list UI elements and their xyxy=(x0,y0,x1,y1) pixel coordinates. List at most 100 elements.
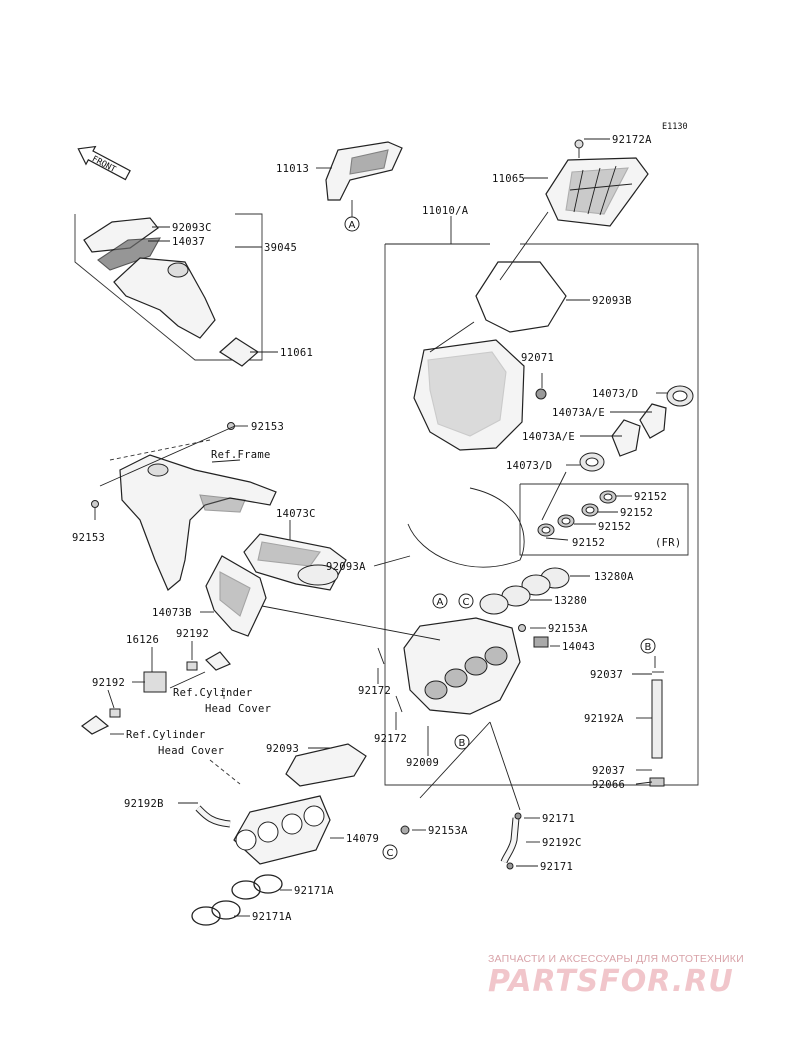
label-92192b: 92192B xyxy=(124,798,164,810)
part-14073b-duct xyxy=(205,555,267,637)
part-14073c-duct xyxy=(243,533,347,591)
part-13280-seals xyxy=(479,585,531,615)
part-airbox-lower xyxy=(403,617,521,715)
label-14043: 14043 xyxy=(562,641,595,653)
label-92066: 92066 xyxy=(592,779,625,791)
label-14037: 14037 xyxy=(172,236,205,248)
label-92172-2: 92172 xyxy=(374,733,407,745)
callout-a-2: A xyxy=(432,593,448,609)
callout-b-1: B xyxy=(454,734,470,750)
svg-text:A: A xyxy=(349,220,356,231)
part-92093c-gasket xyxy=(83,217,159,253)
label-11010a: 11010/A xyxy=(422,205,469,217)
part-92093b-gasket xyxy=(475,261,567,333)
label-92171a-1: 92171A xyxy=(294,885,334,897)
part-labels: 11013 92172A 11065 11010/A 92093C 14037 … xyxy=(72,134,682,923)
label-14079: 14079 xyxy=(346,833,379,845)
duct-subassembly-frame xyxy=(74,213,263,361)
label-ref-cylinder-2a: Ref.Cylinder xyxy=(126,729,205,741)
label-92192-2: 92192 xyxy=(92,677,125,689)
part-92093a-gasket xyxy=(407,487,525,568)
label-13280a: 13280A xyxy=(594,571,634,583)
leader-lines xyxy=(94,138,668,917)
label-14073c: 14073C xyxy=(276,508,316,520)
diagram-code: E1130 xyxy=(662,122,688,132)
part-11010a-airbox-upper xyxy=(413,339,525,451)
part-92093-gasket xyxy=(285,743,367,787)
label-92153-1: 92153 xyxy=(251,421,284,433)
svg-text:B: B xyxy=(645,642,652,653)
label-13280: 13280 xyxy=(554,595,587,607)
part-14073d-rubber-2 xyxy=(579,452,605,472)
label-92093: 92093 xyxy=(266,743,299,755)
label-14073ae-2: 14073A/E xyxy=(522,431,575,443)
label-92171-2: 92171 xyxy=(540,861,573,873)
part-92071-grommet xyxy=(535,388,547,400)
label-92171-1: 92171 xyxy=(542,813,575,825)
label-11061: 11061 xyxy=(280,347,313,359)
fr-subassembly-frame xyxy=(519,483,689,556)
assembly-frame xyxy=(384,243,699,786)
label-14073b: 14073B xyxy=(152,607,192,619)
label-92153a-1: 92153A xyxy=(548,623,588,635)
label-39045: 39045 xyxy=(264,242,297,254)
label-92172-1: 92172 xyxy=(358,685,391,697)
svg-text:C: C xyxy=(463,597,470,608)
callout-a-1: A xyxy=(344,216,360,232)
part-92172-screws xyxy=(377,647,403,713)
label-92037-2: 92037 xyxy=(592,765,625,777)
part-92153-bolts xyxy=(91,422,526,835)
label-14073d-1: 14073/D xyxy=(592,388,638,400)
label-92192-1: 92192 xyxy=(176,628,209,640)
part-14073ae-rubber-1 xyxy=(639,403,667,439)
label-14073d-2: 14073/D xyxy=(506,460,552,472)
label-92192a: 92192A xyxy=(584,713,624,725)
label-92171a-2: 92171A xyxy=(252,911,292,923)
part-14073d-rubber-1 xyxy=(666,385,694,407)
part-92192-hoses xyxy=(81,651,231,735)
label-ref-cylinder-1b: Head Cover xyxy=(205,703,271,715)
callout-c-1: C xyxy=(458,593,474,609)
label-ref-cylinder-2b: Head Cover xyxy=(158,745,224,757)
label-92152-1: 92152 xyxy=(634,491,667,503)
label-92152-3: 92152 xyxy=(598,521,631,533)
label-92172a: 92172A xyxy=(612,134,652,146)
part-92192b-hose xyxy=(195,805,231,828)
callout-c-2: C xyxy=(382,844,398,860)
watermark-tagline: ЗАПЧАСТИ И АКСЕССУАРЫ ДЛЯ МОТОТЕХНИКИ xyxy=(488,953,744,965)
label-92009: 92009 xyxy=(406,757,439,769)
part-92171a-clamps xyxy=(191,874,283,926)
svg-text:A: A xyxy=(437,597,444,608)
part-14037-screen xyxy=(97,237,161,271)
label-92071: 92071 xyxy=(521,352,554,364)
label-ref-cylinder-1a: Ref.Cylinder xyxy=(173,687,252,699)
label-11013: 11013 xyxy=(276,163,309,175)
part-14043 xyxy=(533,636,549,648)
label-92093c: 92093C xyxy=(172,222,212,234)
label-ref-frame: Ref.Frame xyxy=(211,449,271,461)
part-92192a-hose xyxy=(649,671,665,787)
label-14073ae-1: 14073A/E xyxy=(552,407,605,419)
part-14079-holder xyxy=(233,795,331,865)
part-92152-rings xyxy=(537,490,617,537)
reference-lines xyxy=(109,439,241,785)
part-39045-duct xyxy=(113,257,216,339)
label-92152-2: 92152 xyxy=(620,507,653,519)
ref-frame-part xyxy=(119,454,277,591)
part-92192c-hose xyxy=(500,812,522,870)
label-92153-2: 92153 xyxy=(72,532,105,544)
label-92153a-2: 92153A xyxy=(428,825,468,837)
label-92093a: 92093A xyxy=(326,561,366,573)
part-13280a-seals xyxy=(521,567,570,596)
part-14073ae-rubber-2 xyxy=(611,419,641,457)
label-92093b: 92093B xyxy=(592,295,632,307)
part-11013 xyxy=(325,141,403,201)
callout-b-2: B xyxy=(640,638,656,654)
label-92037-1: 92037 xyxy=(590,669,623,681)
part-92172a-screw xyxy=(574,139,584,158)
svg-text:B: B xyxy=(459,738,466,749)
label-fr: (FR) xyxy=(655,537,682,549)
front-arrow-icon: FRONT xyxy=(77,145,131,181)
